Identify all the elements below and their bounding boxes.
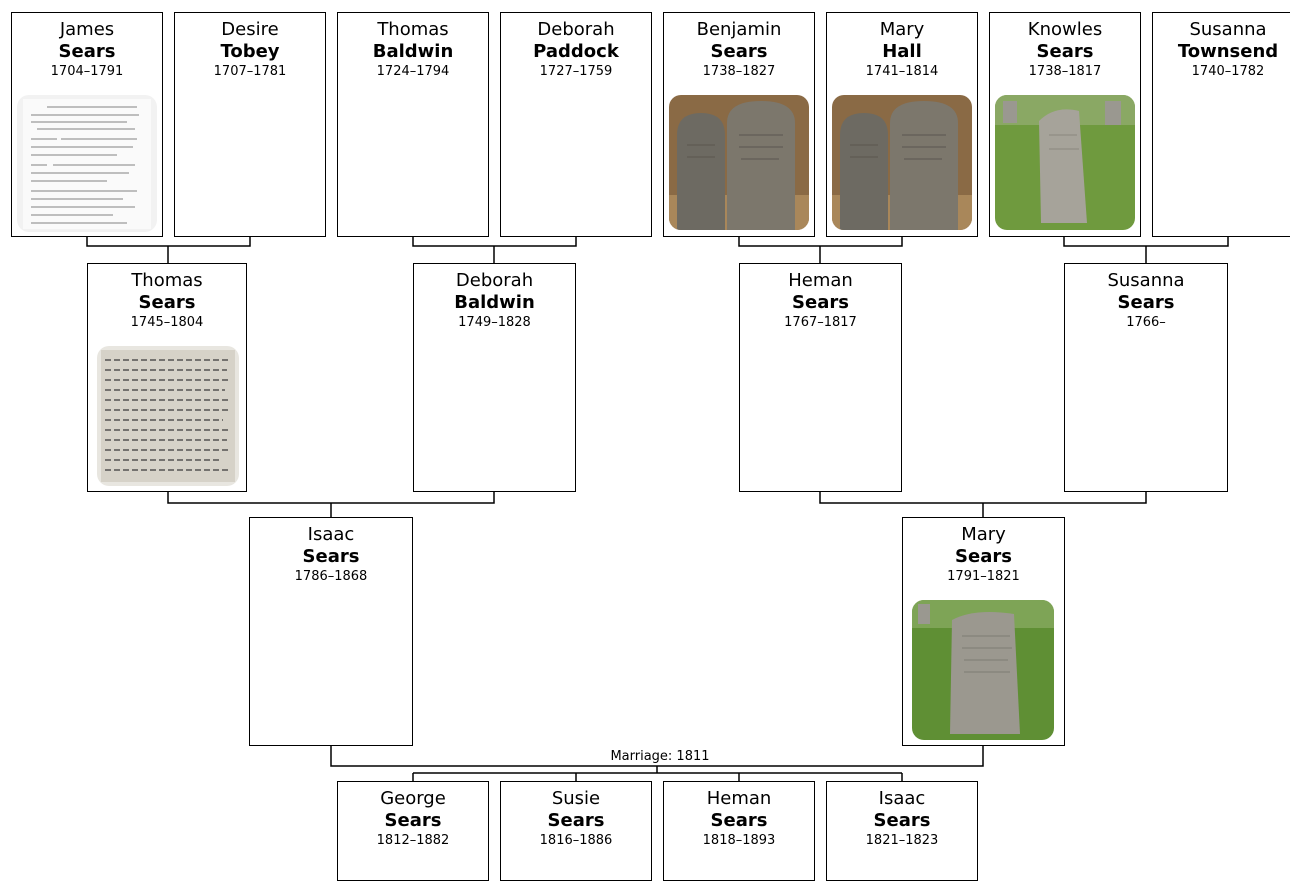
life-dates: 1704–1791 (50, 64, 124, 79)
surname: Tobey (220, 41, 280, 62)
person-card-george-sears[interactable]: George Sears 1812–1882 (337, 781, 489, 881)
surname: Sears (792, 292, 849, 313)
given-name: Thomas (377, 19, 449, 40)
life-dates: 1767–1817 (784, 315, 857, 330)
person-card-mary-sears[interactable]: Mary Sears 1791–1821 (902, 517, 1065, 746)
life-dates: 1707–1781 (213, 64, 287, 79)
surname: Paddock (533, 41, 619, 62)
life-dates: 1786–1868 (294, 569, 368, 584)
life-dates: 1741–1814 (865, 64, 939, 79)
person-card-heman-sears-1818[interactable]: Heman Sears 1818–1893 (663, 781, 815, 881)
life-dates: 1766– (1126, 315, 1166, 330)
life-dates: 1749–1828 (458, 315, 531, 330)
document-photo (97, 346, 239, 486)
person-card-isaac-sears-1786[interactable]: Isaac Sears 1786–1868 (249, 517, 413, 746)
person-card-heman-sears-1767[interactable]: Heman Sears 1767–1817 (739, 263, 902, 492)
gravestone-photo (832, 95, 972, 230)
life-dates: 1818–1893 (702, 833, 776, 848)
person-card-susie-sears[interactable]: Susie Sears 1816–1886 (500, 781, 652, 881)
surname: Sears (710, 810, 768, 831)
surname: Sears (873, 810, 931, 831)
given-name: Susie (551, 788, 601, 809)
given-name: James (59, 19, 115, 40)
person-card-thomas-sears[interactable]: Thomas Sears 1745–1804 (87, 263, 247, 492)
gravestone-photo (995, 95, 1135, 230)
surname: Sears (302, 546, 360, 567)
surname: Sears (1117, 292, 1175, 313)
given-name: Heman (788, 270, 853, 291)
given-name: Desire (221, 19, 279, 40)
given-name: Deborah (455, 270, 534, 291)
surname: Sears (1036, 41, 1094, 62)
life-dates: 1745–1804 (130, 315, 204, 330)
person-card-desire-tobey[interactable]: Desire Tobey 1707–1781 (174, 12, 326, 237)
person-card-james-sears[interactable]: James Sears 1704–1791 (11, 12, 163, 237)
life-dates: 1812–1882 (376, 833, 450, 848)
life-dates: 1724–1794 (376, 64, 450, 79)
gravestone-photo (912, 600, 1054, 740)
surname: Sears (58, 41, 116, 62)
person-card-isaac-sears-1821[interactable]: Isaac Sears 1821–1823 (826, 781, 978, 881)
life-dates: 1738–1827 (702, 64, 776, 79)
given-name: Isaac (878, 788, 926, 809)
person-card-deborah-baldwin[interactable]: Deborah Baldwin 1749–1828 (413, 263, 576, 492)
life-dates: 1727–1759 (539, 64, 613, 79)
life-dates: 1821–1823 (865, 833, 939, 848)
given-name: Susanna (1107, 270, 1185, 291)
person-card-knowles-sears[interactable]: Knowles Sears 1738–1817 (989, 12, 1141, 237)
person-card-mary-hall[interactable]: Mary Hall 1741–1814 (826, 12, 978, 237)
surname: Hall (882, 41, 922, 62)
life-dates: 1791–1821 (947, 569, 1020, 584)
given-name: Mary (879, 19, 925, 40)
given-name: Knowles (1027, 19, 1103, 40)
surname: Baldwin (372, 41, 454, 62)
person-card-susanna-sears[interactable]: Susanna Sears 1766– (1064, 263, 1228, 492)
given-name: Mary (961, 524, 1006, 545)
given-name: Benjamin (696, 19, 782, 40)
surname: Sears (138, 292, 196, 313)
given-name: Deborah (537, 19, 615, 40)
surname: Townsend (1177, 41, 1279, 62)
surname: Sears (547, 810, 605, 831)
surname: Sears (710, 41, 768, 62)
document-photo (17, 95, 157, 232)
surname: Sears (384, 810, 442, 831)
given-name: George (380, 788, 446, 809)
given-name: Heman (706, 788, 772, 809)
life-dates: 1738–1817 (1028, 64, 1102, 79)
life-dates: 1740–1782 (1191, 64, 1265, 79)
person-card-benjamin-sears[interactable]: Benjamin Sears 1738–1827 (663, 12, 815, 237)
person-card-deborah-paddock[interactable]: Deborah Paddock 1727–1759 (500, 12, 652, 237)
life-dates: 1816–1886 (539, 833, 613, 848)
marriage-label: Marriage: 1811 (610, 749, 710, 764)
surname: Baldwin (454, 292, 535, 313)
person-card-thomas-baldwin[interactable]: Thomas Baldwin 1724–1794 (337, 12, 489, 237)
given-name: Thomas (131, 270, 203, 291)
surname: Sears (955, 546, 1012, 567)
given-name: Isaac (307, 524, 355, 545)
given-name: Susanna (1189, 19, 1267, 40)
gravestone-photo (669, 95, 809, 230)
person-card-susanna-townsend[interactable]: Susanna Townsend 1740–1782 (1152, 12, 1290, 237)
